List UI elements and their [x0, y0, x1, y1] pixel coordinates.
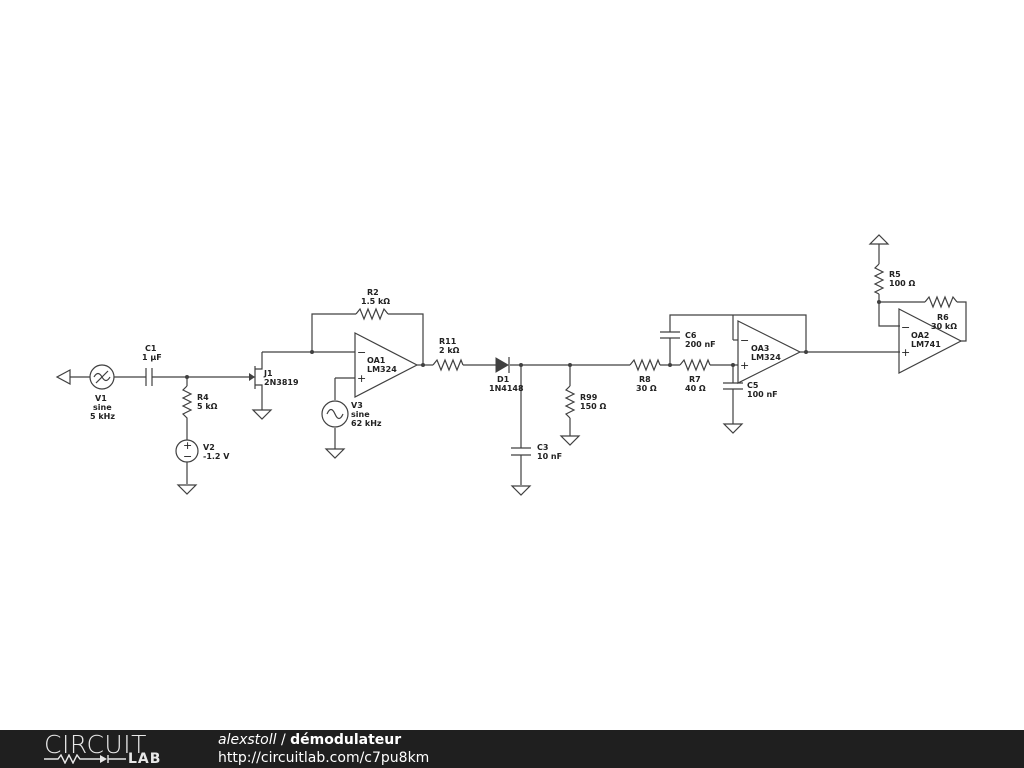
byline-separator: / [276, 732, 291, 748]
resistor-r6 [924, 295, 958, 309]
circuitlab-logo[interactable]: CIRCUIT LAB [42, 730, 177, 768]
label-r8-name: R8 [639, 375, 651, 384]
label-oa1-name: OA1 [367, 356, 386, 365]
resistor-r4 [181, 385, 193, 420]
label-c6-value: 200 nF [685, 340, 716, 349]
circuit-title[interactable]: démodulateur [290, 732, 402, 748]
author-link[interactable]: alexstoll [218, 732, 277, 748]
opamp-oa1 [354, 332, 419, 398]
logo-circuit-icon [44, 754, 126, 764]
label-oa3-value: LM324 [751, 353, 781, 362]
supply-terminal [868, 234, 890, 245]
resistor-r8 [629, 358, 661, 372]
label-oa2-name: OA2 [911, 331, 929, 340]
label-c5-name: C5 [747, 381, 759, 390]
label-r6-value: 30 kΩ [931, 322, 957, 331]
label-r4-value: 5 kΩ [197, 402, 218, 411]
label-v1-name: V1 [95, 394, 107, 403]
ground-symbol [559, 435, 581, 446]
label-v2-name: V2 [203, 443, 215, 452]
label-r8-value: 30 Ω [636, 384, 657, 393]
label-v3-freq: 62 kHz [351, 419, 382, 428]
label-r11-name: R11 [439, 337, 457, 346]
label-c1-name: C1 [145, 344, 157, 353]
label-r2-value: 1.5 kΩ [361, 297, 390, 306]
junction-dot [668, 363, 672, 367]
oa3-plus-sign: + [740, 359, 749, 372]
wires [70, 244, 967, 485]
jfet-j1 [249, 352, 263, 389]
v2-minus-sign: − [183, 450, 192, 463]
junction-dot [421, 363, 425, 367]
v2-plus-sign: + [183, 439, 192, 452]
label-r99-value: 150 Ω [580, 402, 606, 411]
label-r5-name: R5 [889, 270, 901, 279]
ground-symbol [324, 448, 346, 459]
source-v1 [89, 364, 115, 390]
oa2-plus-sign: + [901, 346, 910, 359]
label-c6-name: C6 [685, 331, 697, 340]
oa1-plus-sign: + [357, 372, 366, 385]
resistor-r5 [873, 263, 885, 295]
resistor-r7 [679, 358, 711, 372]
label-v3-type: sine [351, 410, 370, 419]
source-v2 [175, 439, 199, 463]
label-v1-freq: 5 kHz [90, 412, 115, 421]
capacitor-c6 [660, 331, 680, 339]
label-c5-value: 100 nF [747, 390, 778, 399]
label-r5-value: 100 Ω [889, 279, 915, 288]
oa2-minus-sign: − [901, 321, 910, 334]
label-d1-value: 1N4148 [489, 384, 524, 393]
footer-bar: CIRCUIT LAB alexstoll / démodulateur htt… [0, 730, 1024, 768]
label-v3-name: V3 [351, 401, 363, 410]
label-r4-name: R4 [197, 393, 209, 402]
label-j1-name: J1 [263, 369, 273, 378]
junction-dot [519, 363, 523, 367]
input-terminal [55, 368, 71, 386]
ground-symbol [510, 485, 532, 496]
circuit-url[interactable]: http://circuitlab.com/c7pu8km [218, 750, 430, 766]
circuit-byline: alexstoll / démodulateur [218, 732, 401, 748]
oa3-minus-sign: − [740, 334, 749, 347]
label-c1-value: 1 µF [142, 353, 162, 362]
junction-dot [804, 350, 808, 354]
ground-symbol [251, 409, 273, 420]
label-j1-value: 2N3819 [264, 378, 299, 387]
junction-dot [185, 375, 189, 379]
oa1-minus-sign: − [357, 346, 366, 359]
resistor-r11 [432, 358, 464, 372]
label-v2-value: -1.2 V [203, 452, 230, 461]
label-oa2-value: LM741 [911, 340, 941, 349]
label-r7-name: R7 [689, 375, 701, 384]
label-r7-value: 40 Ω [685, 384, 706, 393]
label-c3-name: C3 [537, 443, 548, 452]
label-c3-value: 10 nF [537, 452, 562, 461]
diode-d1 [495, 357, 510, 373]
junction-dots [185, 300, 881, 379]
opamp-oa3 [737, 320, 802, 384]
junction-dot [731, 363, 735, 367]
capacitor-c1 [145, 368, 153, 386]
ground-symbol [722, 423, 744, 434]
opamp-oa2 [898, 308, 963, 374]
label-r2-name: R2 [367, 288, 379, 297]
circuit-schematic: + − − + [55, 234, 967, 496]
source-v3 [321, 400, 349, 428]
label-oa3-name: OA3 [751, 344, 769, 353]
label-r11-value: 2 kΩ [439, 346, 460, 355]
junction-dot [568, 363, 572, 367]
label-v1-type: sine [93, 403, 112, 412]
capacitor-c3 [511, 447, 531, 456]
junction-dot [310, 350, 314, 354]
label-d1-name: D1 [497, 375, 510, 384]
junction-dot [877, 300, 881, 304]
label-oa1-value: LM324 [367, 365, 397, 374]
resistor-r99 [564, 385, 576, 419]
logo-text-lab: LAB [128, 751, 162, 767]
capacitor-c5 [723, 382, 743, 390]
resistor-r2 [355, 307, 389, 321]
label-r99-name: R99 [580, 393, 598, 402]
label-r6-name: R6 [937, 313, 949, 322]
ground-symbol [176, 484, 198, 495]
